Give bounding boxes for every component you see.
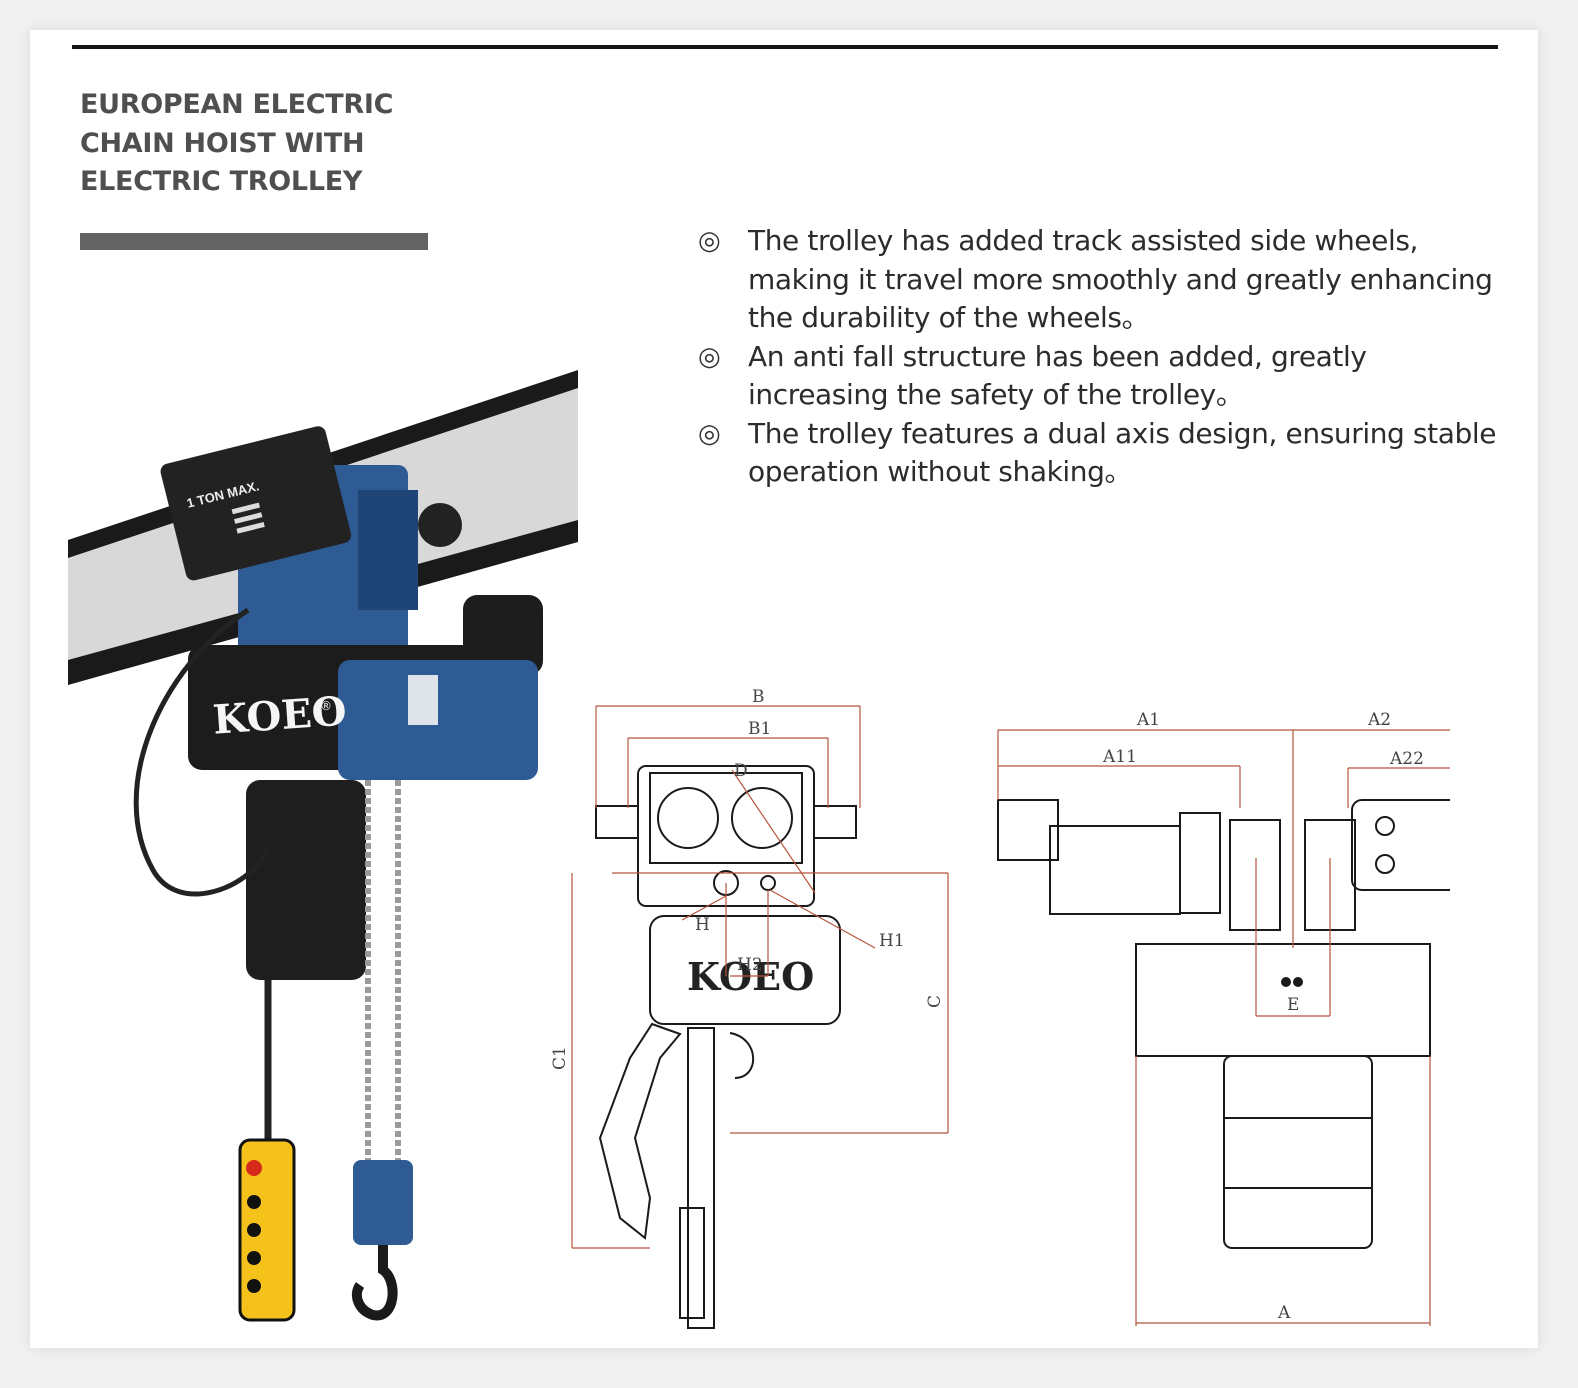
dim-label-a1: A1 — [1136, 710, 1160, 730]
dim-label-h2: H2 — [737, 955, 763, 975]
trolley-wheel — [418, 503, 462, 547]
control-box: 1 TON MAX. — [160, 426, 352, 581]
hook-block — [353, 1160, 413, 1245]
hoist-product-photo: 1 TON MAX. KOEO ® — [68, 370, 578, 1322]
dim-label-c1: C1 — [550, 1046, 570, 1070]
dim-label-d: D — [734, 761, 748, 781]
title-line-3: ELECTRIC TROLLEY — [80, 166, 363, 197]
dim-label-a: A — [1277, 1303, 1291, 1323]
control-cable — [133, 607, 271, 897]
dim-label-b1: B1 — [748, 719, 771, 739]
brand-logo: KOEO — [211, 688, 348, 744]
pendant-controller — [238, 1138, 296, 1322]
trademark-symbol: ® — [320, 699, 332, 713]
side-view-labels: A1 A2 A11 A22 E A — [1102, 710, 1424, 1323]
emergency-stop-button — [246, 1160, 262, 1176]
feature-item: ◎ An anti fall structure has been added,… — [698, 338, 1498, 415]
dimension-drawings: KOEO B B1 D H H1 H2 — [550, 687, 1450, 1329]
trolley-side-plate — [358, 490, 418, 610]
dim-label-a2: A2 — [1367, 710, 1391, 730]
feature-item: ◎ The trolley has added track assisted s… — [698, 222, 1498, 338]
product-card: EUROPEAN ELECTRIC CHAIN HOIST WITH ELECT… — [30, 30, 1538, 1348]
front-view-labels: B B1 D H H1 H2 C C1 — [550, 687, 945, 1070]
dim-label-b: B — [752, 687, 765, 707]
title-line-2: CHAIN HOIST WITH — [80, 127, 365, 159]
dim-label-a11: A11 — [1102, 747, 1137, 767]
nameplate — [408, 675, 438, 725]
title-accent-bar — [80, 233, 428, 250]
side-view-dimensions — [997, 729, 1450, 1326]
dim-label-e: E — [1287, 995, 1299, 1015]
circle-bullet-icon: ◎ — [698, 341, 721, 372]
side-view-indicator — [1293, 977, 1303, 987]
feature-item: ◎ The trolley features a dual axis desig… — [698, 415, 1498, 492]
feature-list: ◎ The trolley has added track assisted s… — [698, 222, 1498, 492]
feature-text: An anti fall structure has been added, g… — [748, 339, 1367, 412]
chain-bag — [246, 780, 366, 980]
dim-label-c: C — [925, 995, 945, 1008]
side-view-indicator — [1281, 977, 1291, 987]
feature-text: The trolley has added track assisted sid… — [748, 224, 1493, 334]
page-title: EUROPEAN ELECTRIC CHAIN HOIST WITH ELECT… — [80, 86, 500, 202]
circle-bullet-icon: ◎ — [698, 226, 721, 256]
title-line-1: EUROPEAN ELECTRIC — [80, 89, 394, 120]
dim-label-h1: H1 — [879, 931, 905, 951]
feature-text: The trolley features a dual axis design,… — [748, 416, 1497, 489]
hook — [351, 1245, 398, 1321]
top-divider — [72, 45, 1498, 49]
circle-bullet-icon: ◎ — [698, 418, 721, 449]
dim-label-a22: A22 — [1389, 749, 1424, 769]
dim-label-h: H — [695, 915, 710, 935]
side-view-drawing — [997, 799, 1450, 1249]
front-view-drawing — [595, 765, 857, 1329]
front-view-dimensions — [571, 705, 949, 1249]
